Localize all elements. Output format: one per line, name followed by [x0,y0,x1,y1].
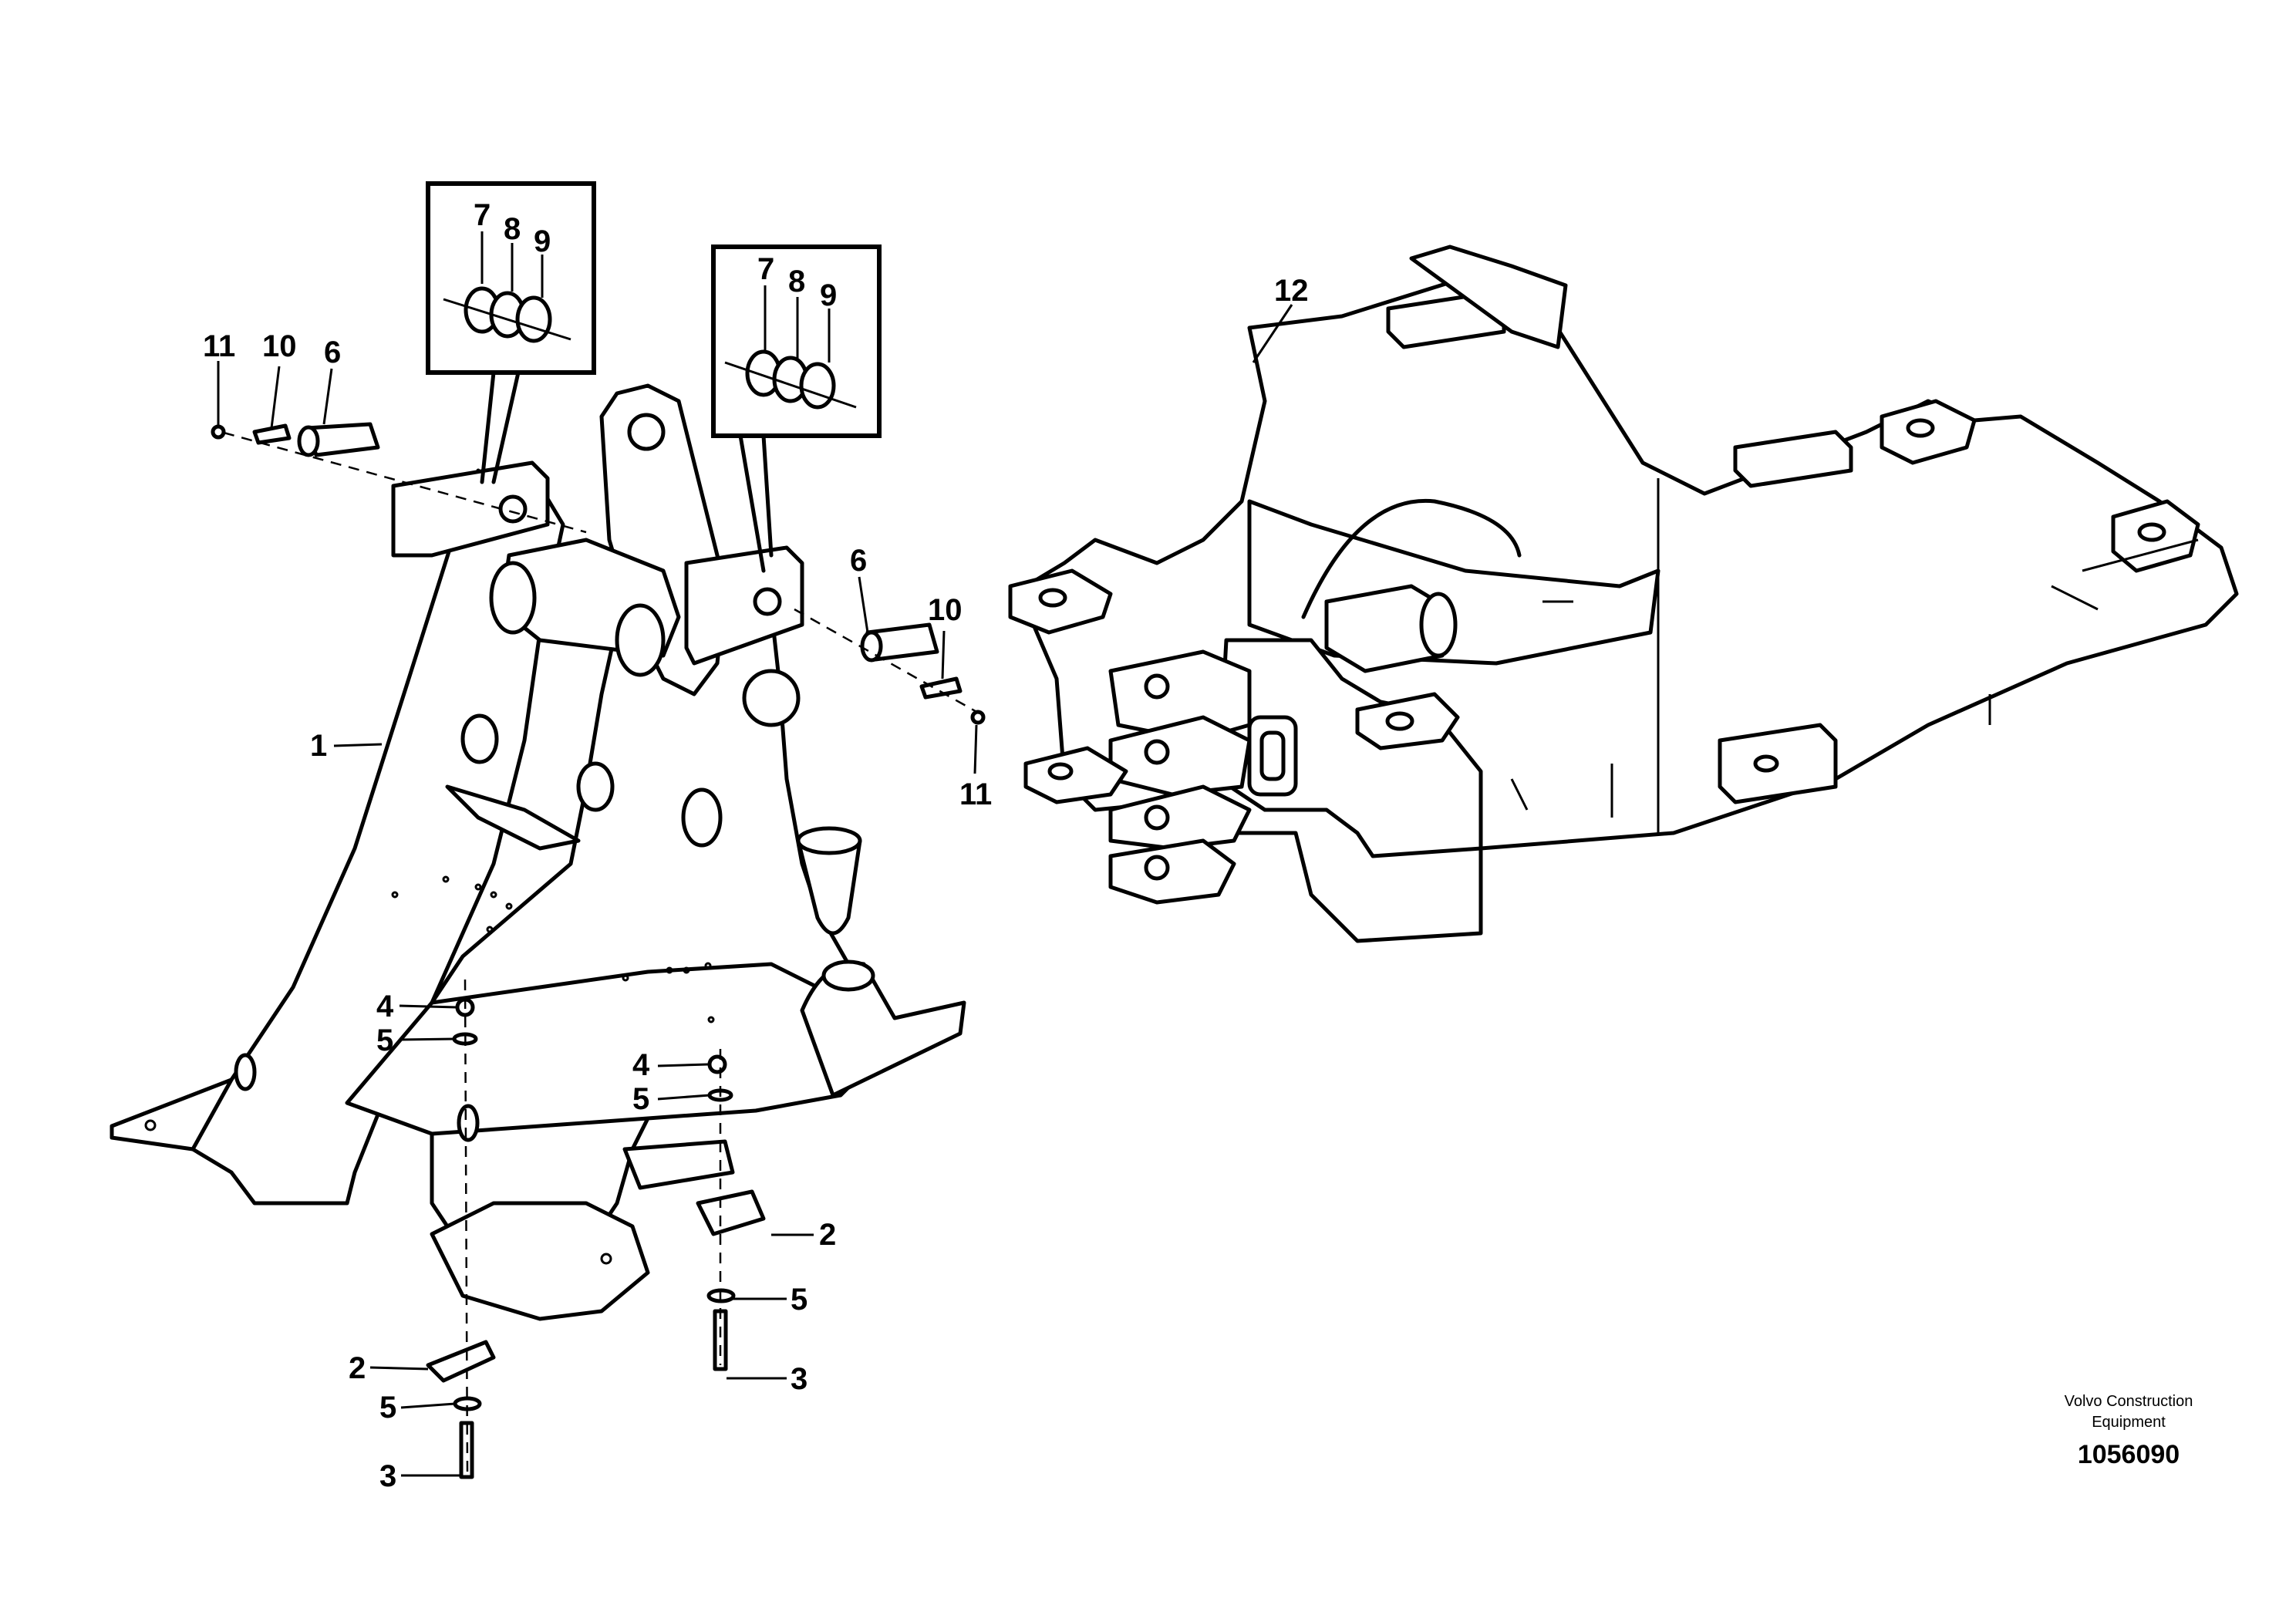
callout-11-right: 11 [959,777,992,811]
leader-lines [217,304,1293,1477]
callout-10-right: 10 [928,593,963,627]
callout-10-left: 10 [262,329,297,363]
reference-number: 1056090 [2078,1440,2180,1469]
caption-company: Volvo Construction [2065,1393,2193,1410]
callout-11-left: 11 [203,329,235,363]
callout-labels: 1 11 10 6 7 8 9 7 8 9 6 10 11 12 4 5 4 5… [203,198,1309,1493]
callout-2-left: 2 [349,1351,366,1385]
detail-box-left [426,181,596,484]
callout-4-left: 4 [376,990,394,1023]
callout-5-right: 5 [632,1082,649,1116]
callout-12: 12 [1274,274,1309,308]
caption-company-2: Equipment [2092,1414,2166,1431]
callout-3-right: 3 [791,1362,807,1396]
callout-4-right: 4 [632,1048,650,1082]
front-frame [110,383,966,1321]
small-parts [211,422,986,1479]
callout-6-left: 6 [324,336,341,369]
rear-frame [1008,244,2239,943]
callout-5-bottom-right: 5 [791,1283,807,1317]
alignment-lines [223,431,980,1474]
callout-3-left: 3 [379,1459,396,1493]
detail-box-right [711,244,882,573]
callout-5-left: 5 [376,1023,393,1057]
callout-8-left: 8 [504,212,521,246]
callout-1: 1 [310,729,327,763]
callout-2-right: 2 [819,1218,836,1252]
callout-8-right: 8 [788,265,805,298]
callout-7-right: 7 [757,252,774,286]
callout-9-right: 9 [820,278,837,312]
callout-5-bottom-left: 5 [379,1391,396,1425]
caption: Volvo Construction Equipment 1056090 [2065,1393,2193,1469]
callout-7-left: 7 [474,198,491,232]
callout-6-right: 6 [850,544,867,578]
callout-9-left: 9 [534,224,551,258]
